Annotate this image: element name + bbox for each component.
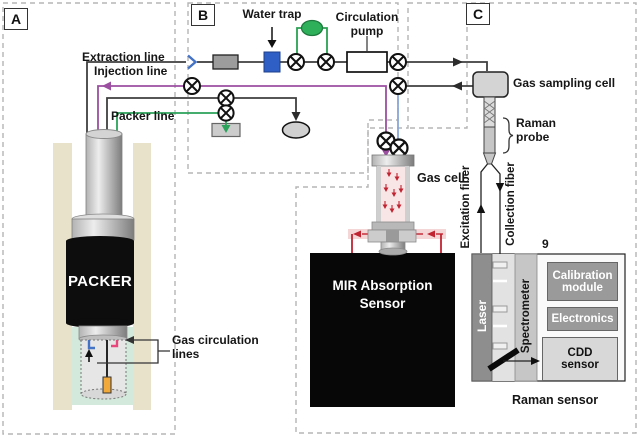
circulation-line-pink <box>111 340 119 348</box>
valve-icon <box>389 77 407 95</box>
excitation-fiber-label: Excitation fiber <box>460 165 472 249</box>
vacuum-pump-icon <box>281 121 311 139</box>
section-c-frame <box>295 2 637 434</box>
raman-sensor-label: Raman sensor <box>512 393 599 407</box>
spectrometer-label: Spectrometer <box>520 278 532 354</box>
valve-icon <box>389 53 407 71</box>
collection-fiber-label: Collection fiber <box>505 162 517 246</box>
section-c-label: C <box>466 3 490 25</box>
valve-icon <box>183 77 201 95</box>
gas-flow-arrows <box>382 169 404 213</box>
circulation-pump-label: Circulation pump <box>335 10 399 38</box>
extraction-flow-chevron-icon <box>187 54 198 70</box>
optic-lens-icon <box>492 261 508 269</box>
mir-sensor-label: MIR Absorption Sensor <box>332 278 433 311</box>
electronics-box: Electronics <box>547 307 618 331</box>
fiber-arrow-down-icon <box>495 183 505 192</box>
section-c-inner-frame <box>410 27 468 129</box>
bypass-flow-meter <box>296 19 328 54</box>
cdd-sensor-box: CDD sensor <box>542 337 618 381</box>
mir-assembly <box>310 154 455 407</box>
valves <box>183 53 409 158</box>
packer-line-pipe <box>116 112 241 138</box>
packer-body <box>66 241 134 323</box>
beam-splitter-icon <box>493 279 507 328</box>
section-b-label: B <box>191 4 215 26</box>
injection-arrow-icon <box>102 81 111 91</box>
probe-brace <box>502 117 514 154</box>
gas-circulation-lines-label: Gas circulation lines <box>172 333 259 361</box>
valve-icon <box>217 89 235 107</box>
filter-box <box>212 54 239 70</box>
valve-icon <box>389 138 409 158</box>
figure-number-label: 9 <box>542 237 549 251</box>
water-trap-label: Water trap <box>242 7 302 21</box>
laser-strip <box>471 253 493 382</box>
valve-icon <box>217 104 235 122</box>
section-b-frame <box>187 2 399 174</box>
pointer-arrow-icon <box>125 336 134 344</box>
downhole-sensor <box>102 376 112 394</box>
excitation-fiber-line <box>480 163 489 253</box>
flow-arrow-right-icon <box>453 57 463 67</box>
section-frames <box>2 2 637 435</box>
fiber-arrow-up-icon <box>476 204 486 213</box>
return-line-pipe <box>397 81 473 139</box>
valve-icon <box>317 53 335 71</box>
electronics-label: Electronics <box>551 313 614 325</box>
cdd-sensor-label: CDD sensor <box>561 347 599 371</box>
detector-arrow-icon <box>531 357 540 365</box>
flow-arrow-left-icon <box>452 81 462 91</box>
probe-tube <box>483 126 496 154</box>
gas-cell-cap <box>371 154 415 167</box>
calibration-module-label: Calibration module <box>552 269 613 294</box>
optic-lens-icon <box>492 305 508 313</box>
probe-tip <box>482 152 497 165</box>
borehole-wall-right <box>133 143 151 410</box>
water-trap-pointer <box>267 27 277 48</box>
raman-sampling <box>472 71 514 352</box>
section-a-label: A <box>4 8 28 30</box>
extraction-line-label: Extraction line <box>82 50 165 64</box>
laser-label: Laser <box>475 299 489 333</box>
gas-circulation-pointer <box>97 336 170 364</box>
optic-lens-icon <box>492 342 508 350</box>
pipe-top <box>85 129 123 139</box>
calibration-module-box: Calibration module <box>547 262 618 301</box>
vent-arrow-icon <box>221 125 231 133</box>
borehole-wall-left <box>53 143 72 410</box>
spectrometer-strip <box>514 253 538 382</box>
gas-cell-flange <box>371 221 415 231</box>
mir-sensor-box <box>310 253 455 407</box>
gas-cell-label: Gas cell <box>417 171 465 185</box>
circulation-line-blue <box>87 340 95 350</box>
upflow-arrow-icon <box>85 349 93 357</box>
injection-line-pipe <box>97 81 391 157</box>
injection-arrow-down-icon <box>381 149 391 157</box>
injection-line-label: Injection line <box>94 64 168 78</box>
pointer-arrow-icon <box>267 40 277 48</box>
flow-meter-icon <box>300 19 324 37</box>
packer-assembly <box>66 129 135 400</box>
valve-icon <box>287 53 305 71</box>
circulation-pump-box <box>346 51 388 73</box>
ir-beam-right <box>404 229 446 239</box>
gas-sampling-cell-box <box>472 71 509 98</box>
sample-line-pipe <box>106 97 311 139</box>
section-a-frame <box>2 2 176 435</box>
mirror-icon <box>487 347 520 372</box>
flow-arrow-down-icon <box>291 112 301 121</box>
packer-line-label: Packer line <box>111 109 175 123</box>
packer-label: PACKER <box>67 273 133 290</box>
raman-probe-label: Raman probe <box>516 116 557 144</box>
gas-sampling-cell-label: Gas sampling cell <box>513 76 616 90</box>
water-trap-box <box>263 51 281 73</box>
